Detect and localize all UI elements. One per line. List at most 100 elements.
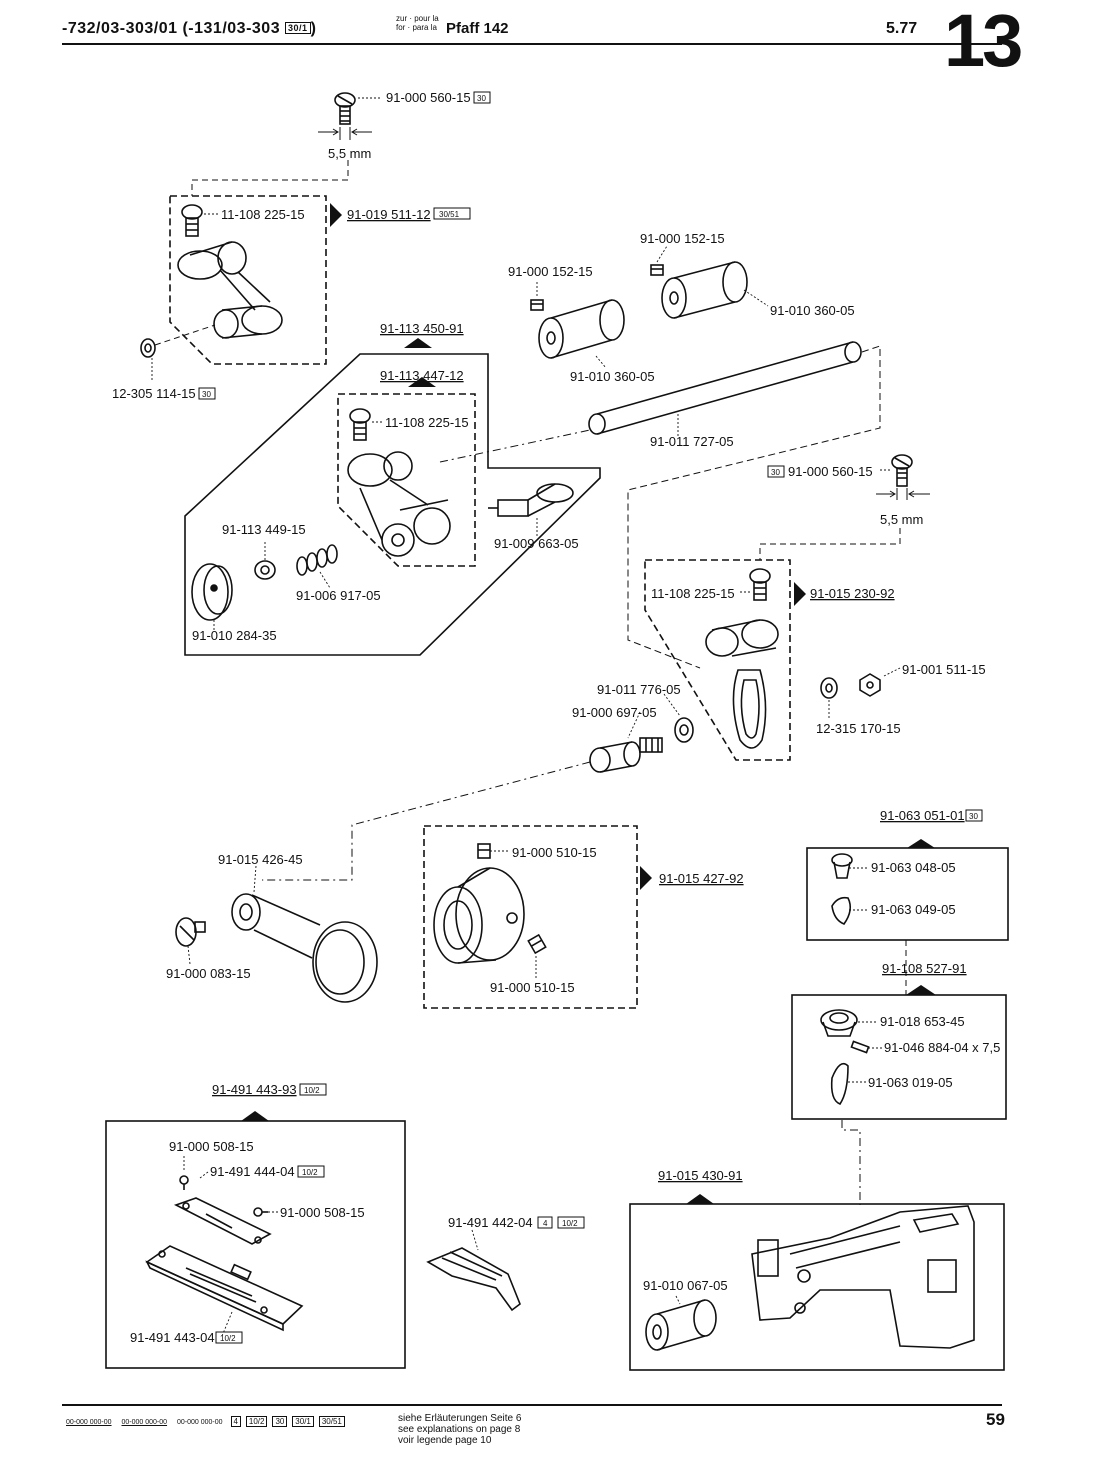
- part-label: 12-315 170-15: [816, 721, 901, 736]
- connecting-rod-drawing: [231, 893, 378, 1003]
- code-box: 4: [537, 1216, 553, 1229]
- footer-box: 30: [272, 1416, 288, 1427]
- code-box-text: 30: [477, 94, 486, 103]
- code-box-text: 10/2: [562, 1219, 578, 1228]
- footer-note: voir legende page 10: [398, 1435, 492, 1446]
- part-label: 91-491 443-04: [130, 1330, 215, 1345]
- code-box: 30: [965, 809, 983, 822]
- code-box-text: 4: [543, 1219, 548, 1228]
- spring-drawing: [296, 544, 338, 576]
- footer-legend: 00-000 000-00 00-000 000-00 00-000 000-0…: [66, 1413, 521, 1446]
- part-label: 91-491 443-93: [212, 1082, 297, 1097]
- part-label: 91-063 048-05: [871, 860, 956, 875]
- code-box: 10/2: [215, 1331, 243, 1344]
- code-box: 30: [473, 91, 491, 104]
- shaft-drawing: [588, 341, 862, 435]
- header-rule: [62, 43, 1002, 45]
- part-label: 12-305 114-15: [112, 386, 196, 401]
- for-line: for · para la: [396, 23, 437, 32]
- part-label: 91-491 442-04: [448, 1215, 533, 1230]
- needle-plate-drawing: [145, 1245, 304, 1332]
- footer-code: 00-000 000-00: [177, 1419, 223, 1426]
- part-label: 91-018 653-45: [880, 1014, 965, 1029]
- needle-plate-insert-drawing: [173, 1197, 272, 1245]
- part-label: 91-063 049-05: [871, 902, 956, 917]
- header-for-label: zur · pour la for · para la: [396, 14, 439, 32]
- feed-dog-drawing: [426, 1247, 521, 1312]
- bushing-drawing: [538, 299, 625, 359]
- part-label: 91-000 697-05: [572, 705, 657, 720]
- footer-note: see explanations on page 8: [398, 1424, 521, 1435]
- screw-drawing: [891, 454, 913, 487]
- code-box-text: 30/51: [439, 210, 460, 219]
- part-label: 91-000 560-15: [386, 90, 471, 105]
- part-label: 91-009 663-05: [494, 536, 579, 551]
- code-box-text: 10/2: [304, 1086, 320, 1095]
- dimension-mark: [318, 127, 372, 140]
- part-label: 91-010 067-05: [643, 1278, 728, 1293]
- part-label: 91-000 508-15: [280, 1205, 365, 1220]
- part-label: 91-010 284-35: [192, 628, 277, 643]
- code-box-text: 10/2: [220, 1334, 236, 1343]
- part-label: 91-000 508-15: [169, 1139, 254, 1154]
- part-label: 91-108 527-91: [882, 961, 967, 976]
- lever-drawing: [347, 451, 451, 557]
- code-box-text: 30: [202, 390, 211, 399]
- part-label: 91-015 426-45: [218, 852, 303, 867]
- footer-box: 10/2: [245, 1416, 268, 1427]
- footer-note: siehe Erläuterungen Seite 6: [398, 1413, 522, 1424]
- part-label: 91-000 083-15: [166, 966, 251, 981]
- part-label: 91-063 051-01: [880, 808, 965, 823]
- part-label: 91-011 727-05: [650, 434, 734, 449]
- code-box-text: 30: [771, 468, 780, 477]
- code-box: 30: [198, 387, 216, 400]
- needle-bar-holder-drawing: [705, 619, 779, 749]
- part-label: 91-000 510-15: [512, 845, 597, 860]
- part-label: 91-491 444-04: [210, 1164, 295, 1179]
- zur-line: zur · pour la: [396, 14, 439, 23]
- footer-box: 4: [230, 1416, 241, 1427]
- bushing-drawing: [645, 1299, 717, 1351]
- arm-frame-drawing: [751, 1205, 975, 1349]
- group-number: 13: [944, 0, 1023, 82]
- part-labels: 91-000 560-15 5,5 mm 11-108 225-15 91-01…: [112, 90, 1000, 1345]
- code-box: 10/2: [299, 1083, 327, 1096]
- set-screw-drawing: [530, 264, 664, 311]
- screw-drawing: [349, 408, 371, 441]
- part-label: 91-001 511-15: [902, 662, 986, 677]
- part-label: 5,5 mm: [328, 146, 371, 161]
- footer-code: 00-000 000-00: [121, 1419, 168, 1426]
- footer-box: 30/51: [318, 1416, 345, 1427]
- screw-drawing: [334, 92, 356, 125]
- part-label: 91-113 450-91: [380, 321, 464, 336]
- part-label: 91-011 776-05: [597, 682, 681, 697]
- part-label: 91-046 884-04 x 7,5: [884, 1040, 1000, 1055]
- code-box: 30/51: [433, 207, 471, 220]
- part-label: 91-010 360-05: [570, 369, 655, 384]
- part-label: 91-010 360-05: [770, 303, 855, 318]
- part-label: 5,5 mm: [880, 512, 923, 527]
- series-number: -732/03-303/01 (-131/03-303: [62, 20, 281, 37]
- part-label: 91-015 427-92: [659, 871, 744, 886]
- part-label: 91-006 917-05: [296, 588, 381, 603]
- code-box-text: 30: [969, 812, 978, 821]
- part-label: 91-000 152-15: [640, 231, 725, 246]
- code-box: 30: [767, 465, 785, 478]
- part-label: 91-063 019-05: [868, 1075, 953, 1090]
- footer-box: 30/1: [292, 1416, 314, 1427]
- code-box: 10/2: [297, 1165, 325, 1178]
- leader-lines: [151, 97, 901, 1337]
- eccentric-drawing: [433, 867, 525, 964]
- footer-code: 00-000 000-00: [66, 1419, 112, 1426]
- part-label: 91-000 560-15: [788, 464, 873, 479]
- part-label: 11-108 225-15: [651, 586, 735, 601]
- machine-model: Pfaff 142: [446, 20, 509, 37]
- code-box: 10/2: [557, 1216, 585, 1229]
- footer-notes: siehe Erläuterungen Seite 6 see explanat…: [398, 1413, 521, 1446]
- part-label: 91-113 449-15: [222, 522, 306, 537]
- part-label: 91-000 510-15: [490, 980, 575, 995]
- part-label: 91-019 511-12: [347, 207, 431, 222]
- part-label: 91-015 430-91: [658, 1168, 743, 1183]
